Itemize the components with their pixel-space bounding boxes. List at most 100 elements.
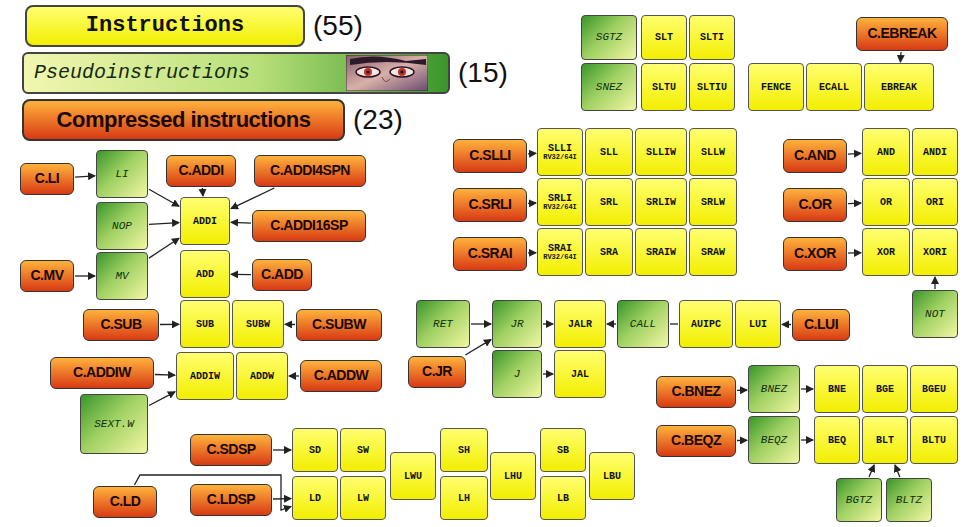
compressed-box: C.BNEZ	[656, 376, 736, 408]
base-note: RV32/64I	[543, 204, 577, 212]
instruction-name: SLLIW	[646, 147, 676, 158]
pseudoinstruction-box: BNEZ	[748, 365, 800, 413]
instruction-box: SLTIU	[689, 63, 735, 111]
pseudoinstruction-box: BEQZ	[748, 416, 800, 464]
instruction-name: C.ADDI16SP	[270, 218, 347, 233]
instruction-box: SB	[540, 428, 586, 472]
instruction-name: ADDI	[193, 216, 217, 227]
pseudoinstruction-box: JR	[492, 300, 542, 348]
instruction-box: ADDI	[180, 197, 230, 245]
instruction-box: AUIPC	[679, 300, 733, 348]
connector	[895, 465, 900, 477]
instruction-name: AND	[877, 147, 895, 158]
instruction-box: LB	[540, 476, 586, 520]
compressed-box: C.OR	[783, 188, 847, 222]
connector	[543, 373, 553, 374]
instruction-name: SRAW	[701, 247, 725, 258]
instruction-name: C.ADDIW	[73, 365, 131, 380]
instruction-box: LUI	[735, 300, 781, 348]
connector	[471, 323, 491, 324]
instruction-box: BGE	[862, 365, 908, 413]
instruction-box: ADD	[180, 250, 230, 298]
instruction-box: LH	[440, 476, 488, 520]
instruction-box: BLT	[862, 416, 908, 464]
connector	[782, 324, 791, 325]
pseudoinstruction-box: RET	[416, 300, 470, 348]
instruction-box: LWU	[390, 452, 436, 500]
pseudoinstruction-box: LI	[96, 150, 148, 198]
connector	[289, 375, 299, 376]
compressed-box: C.ADDW	[300, 360, 382, 392]
pseudoinstruction-box: MV	[96, 252, 148, 300]
instruction-name: XOR	[877, 247, 895, 258]
instruction-name: C.JR	[422, 364, 452, 379]
instruction-box: AND	[862, 128, 910, 176]
instruction-box: ECALL	[806, 63, 862, 111]
compressed-box: C.ADDI16SP	[252, 210, 366, 242]
instruction-name: ADD	[196, 269, 214, 280]
compressed-box: C.LDSP	[190, 484, 272, 516]
instruction-name: SLTI	[700, 32, 724, 43]
instruction-box: ADDW	[236, 352, 288, 400]
instruction-name: SRL	[600, 197, 618, 208]
instruction-name: SLLI	[548, 143, 572, 154]
compressed-box: C.MV	[20, 260, 74, 292]
connector	[848, 202, 861, 204]
instruction-name: AUIPC	[691, 319, 721, 330]
pseudoinstruction-box: SEXT.W	[80, 394, 148, 454]
instruction-name: FENCE	[761, 82, 791, 93]
instruction-name: LI	[115, 168, 128, 180]
instruction-box: LHU	[490, 452, 536, 500]
pseudoinstruction-box: BGTZ	[836, 478, 882, 522]
instruction-name: SRLI	[548, 193, 572, 204]
instruction-name: JR	[510, 318, 523, 330]
count-number: (15)	[458, 58, 508, 89]
instruction-name: RET	[433, 318, 453, 330]
instruction-name: C.SUB	[100, 317, 141, 332]
connector	[273, 498, 291, 500]
connector	[149, 238, 179, 258]
pseudoinstruction-box: SNEZ	[581, 63, 637, 111]
instruction-name: BEQZ	[761, 434, 787, 446]
instruction-box: JAL	[554, 350, 606, 398]
legend-box: Compressed instructions(23)	[22, 99, 345, 141]
connector	[231, 222, 251, 224]
instruction-name: LBU	[603, 471, 621, 482]
instruction-name: C.MV	[31, 268, 64, 283]
pseudoinstruction-box: NOP	[96, 202, 148, 250]
instruction-box: LW	[340, 476, 386, 520]
instruction-name: BEQ	[828, 435, 846, 446]
instruction-box: SLL	[585, 128, 633, 176]
instruction-box: SLLW	[689, 128, 737, 176]
instruction-name: LB	[557, 493, 569, 504]
instruction-box: SLTU	[641, 63, 687, 111]
instruction-name: SUBW	[246, 319, 270, 330]
instruction-name: JAL	[571, 369, 589, 380]
count-number: (23)	[353, 105, 403, 136]
instruction-name: SW	[357, 445, 369, 456]
legend-text: Compressed instructions	[57, 108, 311, 132]
compressed-box: C.XOR	[783, 237, 847, 271]
compressed-box: C.JR	[408, 356, 466, 388]
instruction-box: SRLIW	[635, 178, 687, 226]
connector	[848, 153, 861, 155]
instruction-name: C.SRAI	[468, 246, 512, 261]
pseudoinstruction-box: NOT	[912, 290, 958, 338]
instruction-box: BNE	[814, 365, 860, 413]
instruction-name: LHU	[504, 471, 522, 482]
instruction-name: SLL	[600, 147, 618, 158]
compressed-box: C.ADDIW	[50, 357, 154, 389]
connector	[801, 388, 813, 389]
instruction-name: SEXT.W	[94, 418, 134, 430]
instruction-box: SLT	[641, 15, 687, 60]
instruction-box: OR	[862, 178, 910, 226]
connector	[801, 439, 813, 440]
compressed-box: C.ADD	[252, 259, 312, 291]
instruction-name: LH	[458, 493, 470, 504]
instruction-box: SW	[340, 428, 386, 472]
instruction-box: SRAIW	[635, 228, 687, 276]
instruction-name: C.ADDW	[314, 368, 369, 383]
instruction-box: SRLW	[689, 178, 737, 226]
connector	[737, 440, 747, 442]
instruction-name: ORI	[926, 197, 944, 208]
